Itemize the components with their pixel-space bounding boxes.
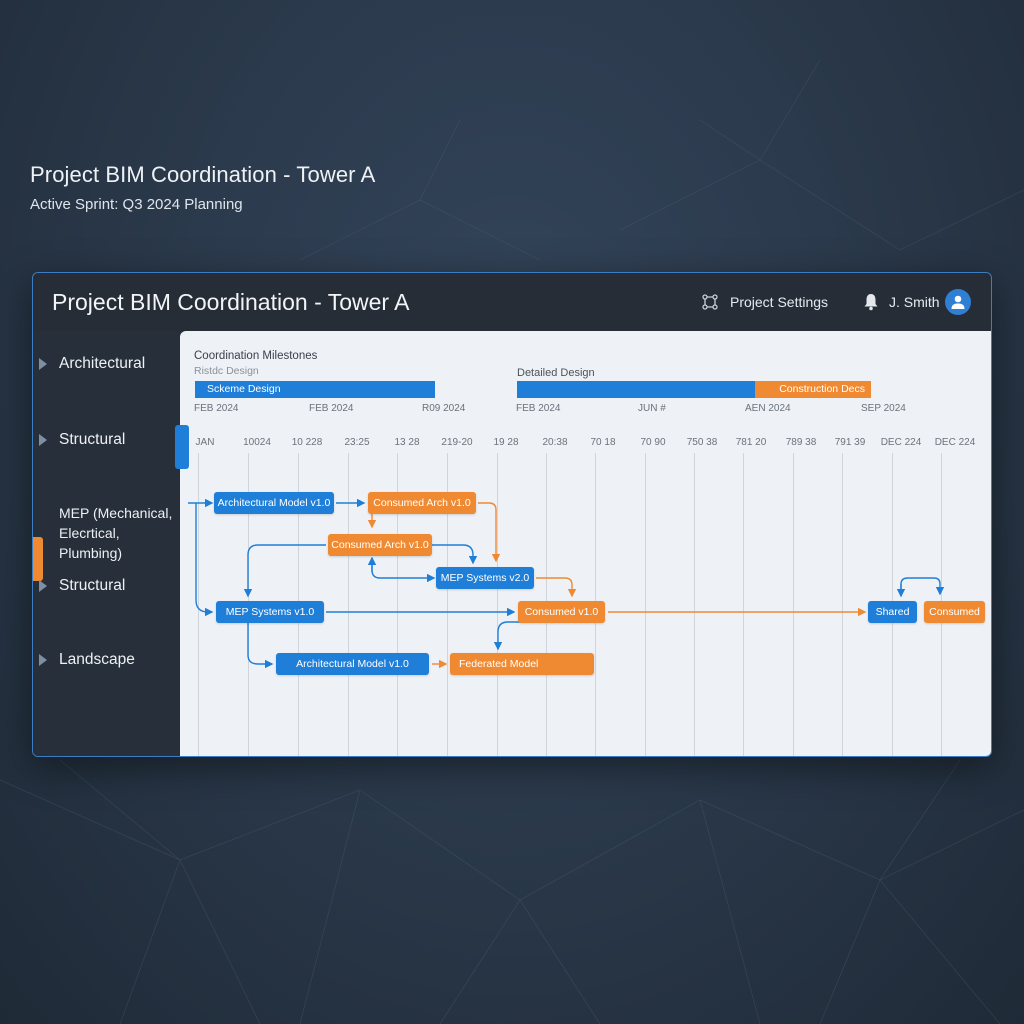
milestones-title: Coordination Milestones [194, 350, 318, 362]
grid-line [198, 453, 199, 756]
timeline-canvas: Coordination Milestones Ristdc Design Sc… [180, 331, 991, 756]
milestone-date: FEB 2024 [309, 403, 354, 414]
milestone-date: FEB 2024 [516, 403, 561, 414]
user-avatar[interactable] [945, 289, 971, 315]
row-drag-handle[interactable] [175, 425, 189, 469]
page-heading: Project BIM Coordination - Tower A [30, 162, 376, 187]
sprint-subtitle: Active Sprint: Q3 2024 Planning [30, 196, 243, 213]
user-avatar-icon [951, 295, 965, 309]
node-consumed-v1[interactable]: Consumed v1.0 [518, 601, 605, 623]
milestone-date: SEP 2024 [861, 403, 906, 414]
sidebar-item-architectural[interactable]: Architectural [33, 354, 145, 374]
user-name[interactable]: J. Smith [889, 294, 940, 310]
node-consumed-arch-v1-b[interactable]: Consumed Arch v1.0 [328, 534, 432, 556]
caret-right-icon [39, 580, 47, 592]
active-item-indicator [33, 537, 43, 581]
milestone-bar-scheme-design[interactable]: Sckeme Design [195, 381, 435, 398]
project-settings-label: Project Settings [730, 294, 829, 310]
node-consumed-arch-v1[interactable]: Consumed Arch v1.0 [368, 492, 476, 514]
sidebar-item-landscape[interactable]: Landscape [33, 650, 135, 670]
timeline-axis-label: DEC 224 [880, 437, 922, 448]
milestone-date: JUN # [638, 403, 666, 414]
timeline-axis-label: 70 18 [590, 437, 616, 448]
grid-line [348, 453, 349, 756]
grid-line [645, 453, 646, 756]
timeline-axis-label: 19 28 [493, 437, 519, 448]
milestone-bar-detailed-design[interactable] [517, 381, 755, 398]
node-consumed[interactable]: Consumed [924, 601, 985, 623]
grid-line [743, 453, 744, 756]
timeline-axis-label: 791 39 [834, 437, 866, 448]
node-federated-model[interactable]: Federated Model [450, 653, 594, 675]
timeline-axis-label: 789 38 [785, 437, 817, 448]
timeline-axis-label: 10024 [243, 437, 271, 448]
caret-right-icon [39, 654, 47, 666]
timeline-axis-label: 781 20 [735, 437, 767, 448]
timeline-axis-label: 70 90 [640, 437, 666, 448]
milestone-bar-construction-docs[interactable]: Construction Decs [755, 381, 871, 398]
app-title: Project BIM Coordination - Tower A [52, 289, 410, 315]
grid-line [793, 453, 794, 756]
grid-line [497, 453, 498, 756]
milestone-phase-label: Detailed Design [517, 367, 595, 379]
node-shared[interactable]: Shared [868, 601, 917, 623]
sidebar-item-structural[interactable]: Structural [33, 430, 125, 450]
app-window: Project BIM Coordination - Tower A Proje… [32, 272, 992, 757]
project-settings-button[interactable]: Project Settings [700, 292, 828, 312]
network-settings-icon [702, 294, 718, 310]
grid-line [447, 453, 448, 756]
grid-line [397, 453, 398, 756]
timeline-axis-label: 219-20 [441, 437, 473, 448]
timeline-axis-label: DEC 224 [934, 437, 976, 448]
milestone-phase-label: Ristdc Design [194, 365, 259, 377]
top-bar: Project BIM Coordination - Tower A Proje… [33, 273, 991, 331]
sidebar-item-structural-2[interactable]: Structural [33, 576, 125, 596]
milestone-date: R09 2024 [422, 403, 466, 414]
node-mep-systems-v1[interactable]: MEP Systems v1.0 [216, 601, 324, 623]
timeline-axis-label: 10 228 [291, 437, 323, 448]
caret-right-icon [39, 434, 47, 446]
discipline-sidebar: Architectural Structural MEP (Mechanical… [33, 331, 180, 756]
timeline-axis-label: JAN [195, 437, 215, 448]
sidebar-item-mep[interactable]: MEP (Mechanical, Elecrtical, Plumbing) [59, 505, 173, 561]
milestone-date: FEB 2024 [194, 403, 239, 414]
grid-line [842, 453, 843, 756]
bell-icon[interactable] [863, 293, 879, 311]
node-architectural-model-v1[interactable]: Architectural Model v1.0 [214, 492, 334, 514]
node-mep-systems-v2[interactable]: MEP Systems v2.0 [436, 567, 534, 589]
timeline-axis-label: 23:25 [344, 437, 370, 448]
timeline-axis-label: 750 38 [686, 437, 718, 448]
timeline-axis-label: 20:38 [542, 437, 568, 448]
caret-right-icon [39, 358, 47, 370]
node-architectural-model-v1-b[interactable]: Architectural Model v1.0 [276, 653, 429, 675]
timeline-axis-label: 13 28 [394, 437, 420, 448]
grid-line [694, 453, 695, 756]
milestone-date: AEN 2024 [745, 403, 791, 414]
